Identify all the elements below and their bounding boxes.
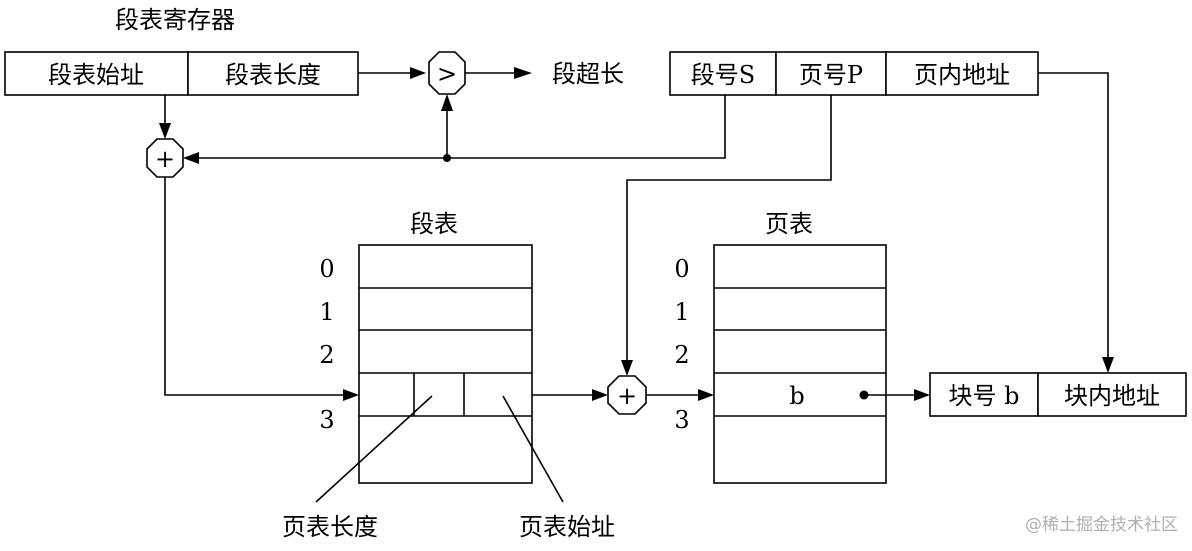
- adder-to-segtable-line: [164, 177, 345, 396]
- block-number-label: 块号 b: [949, 382, 1020, 410]
- page-row-label-1: 1: [674, 298, 689, 326]
- page-row-label-0: 0: [674, 255, 689, 283]
- page-start-caption: 页表始址: [519, 513, 615, 541]
- register-start-field: [4, 51, 189, 96]
- adder-octagon-1: [146, 138, 184, 178]
- register-length-label: 段表长度: [225, 61, 321, 89]
- comparator-octagon: [428, 51, 466, 95]
- arrowhead: [514, 67, 532, 79]
- overflow-label: 段超长: [552, 60, 624, 88]
- adder-symbol-2: +: [617, 382, 637, 410]
- arrowhead: [183, 152, 199, 164]
- segment-row-label-0: 0: [319, 255, 334, 283]
- segment-number-field: [669, 51, 777, 96]
- segment-row-label-2: 2: [319, 341, 334, 369]
- arrowhead: [1102, 357, 1114, 373]
- arrowhead: [621, 360, 633, 376]
- block-number-field: [929, 372, 1039, 417]
- page-row-label-3: 3: [674, 406, 689, 434]
- page-start-callout: [502, 395, 564, 503]
- page-length-caption: 页表长度: [282, 513, 378, 541]
- register-start-label: 段表始址: [48, 61, 144, 89]
- arrowhead: [698, 389, 714, 401]
- page-entry-value: b: [789, 382, 804, 410]
- arrowhead: [159, 123, 171, 139]
- segment-register-title: 段表寄存器: [115, 6, 235, 34]
- arrowhead: [410, 67, 426, 79]
- page-table-title: 页表: [765, 210, 813, 238]
- adder-octagon-2: [607, 375, 647, 415]
- watermark: @稀土掘金技术社区: [1025, 515, 1178, 535]
- segment-number-label: 段号S: [691, 61, 755, 89]
- segment-table: [358, 244, 533, 484]
- segment-table-title: 段表: [410, 210, 458, 238]
- block-offset-label: 块内地址: [1064, 382, 1160, 410]
- page-number-label: 页号P: [799, 61, 863, 89]
- arrowhead: [592, 389, 608, 401]
- block-offset-field: [1037, 372, 1187, 417]
- page-offset-label: 页内地址: [914, 61, 1010, 89]
- arrowhead: [343, 389, 359, 401]
- segment-number-line: [196, 95, 726, 159]
- page-table: [713, 244, 887, 484]
- segment-row-label-1: 1: [319, 298, 334, 326]
- page-row-label-2: 2: [674, 341, 689, 369]
- segment-row-label-3: 3: [319, 406, 334, 434]
- register-length-field: [187, 51, 359, 96]
- page-offset-field: [885, 51, 1039, 96]
- page-number-line: [626, 95, 832, 362]
- arrowhead: [914, 389, 930, 401]
- page-offset-line: [1038, 72, 1109, 359]
- arrowhead: [441, 94, 453, 111]
- adder-symbol-1: +: [155, 145, 175, 173]
- page-length-callout: [315, 395, 433, 503]
- comparator-symbol: >: [437, 60, 457, 88]
